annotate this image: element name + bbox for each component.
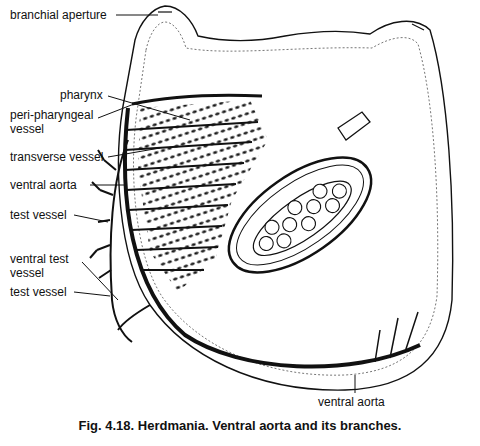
- atrial-opening: [412, 24, 424, 30]
- part-label: ventral test vessel: [10, 252, 86, 280]
- gut-tube: [338, 112, 370, 140]
- figure-caption: Fig. 4.18. Herdmania. Ventral aorta and …: [0, 418, 480, 433]
- part-label: test vessel: [10, 285, 67, 299]
- leader-lines: [74, 15, 355, 393]
- part-label: branchial aperture: [10, 8, 107, 22]
- peri-pharyngeal-vessel: [132, 95, 262, 104]
- body-outline: [119, 6, 453, 390]
- part-label: transverse vessel: [10, 150, 103, 164]
- part-label: ventral aorta: [318, 395, 385, 409]
- ventral-aorta: [125, 108, 420, 367]
- part-label: pharynx: [60, 88, 103, 102]
- gut-loop: [210, 135, 390, 295]
- part-label: peri-pharyngeal vessel: [10, 108, 98, 136]
- part-label: test vessel: [10, 208, 67, 222]
- part-label: ventral aorta: [10, 178, 77, 192]
- test-vessels: [90, 140, 150, 342]
- aorta-branches: [375, 312, 418, 362]
- branchial-opening: [158, 11, 172, 12]
